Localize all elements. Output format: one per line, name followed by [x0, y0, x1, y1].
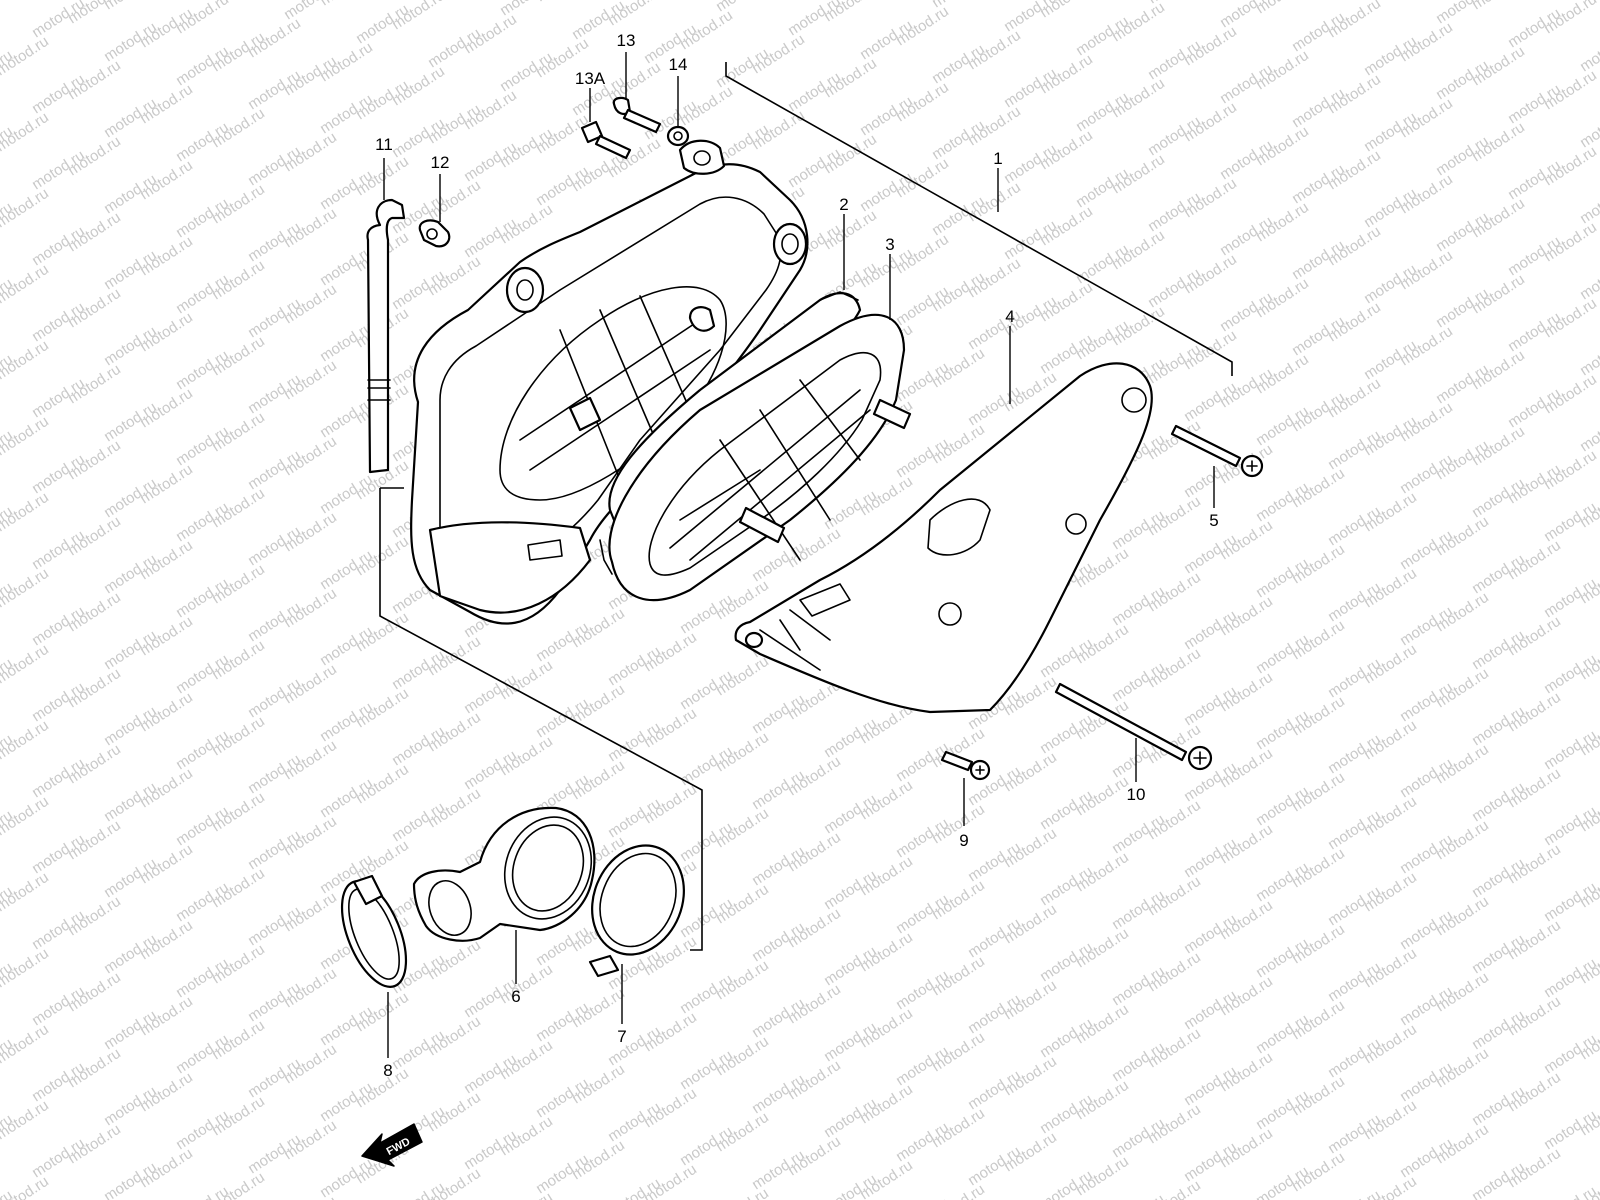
watermark-text: motod.ru	[0, 0, 52, 3]
watermark-text: motod.ru	[1109, 1191, 1168, 1200]
callout-8: 8	[383, 1061, 392, 1080]
band-clamp-7	[588, 844, 685, 978]
callout-4: 4	[1005, 307, 1014, 326]
screw-9	[940, 750, 991, 781]
breather-hose	[366, 198, 406, 474]
intake-boot	[412, 806, 596, 942]
screw-13a	[580, 120, 632, 160]
air-cleaner-case	[410, 139, 809, 625]
screw-5	[1170, 424, 1264, 478]
band-clamp-8	[340, 874, 408, 988]
callout-3: 3	[885, 235, 894, 254]
callout-11: 11	[375, 135, 393, 154]
watermark-text: motod.ru	[1541, 1183, 1600, 1200]
filter-frame	[608, 313, 912, 602]
washer	[666, 125, 690, 147]
watermark-text: motod.ru	[1253, 1163, 1312, 1200]
callout-labels: 1 2 3 4 5 6 7 8 9 10 11 12 13 13A 14	[375, 31, 1219, 1080]
air-cleaner-cover	[734, 362, 1153, 714]
callout-10: 10	[1127, 785, 1146, 804]
callout-9: 9	[959, 831, 968, 850]
watermark-text: motod.ru	[389, 1179, 448, 1200]
watermark-text: motod.ru	[1325, 1187, 1384, 1200]
callout-5: 5	[1209, 511, 1218, 530]
callout-2: 2	[839, 195, 848, 214]
callout-14: 14	[669, 55, 688, 74]
callout-13a: 13A	[575, 69, 606, 88]
callout-6: 6	[511, 987, 520, 1006]
callout-1: 1	[993, 149, 1002, 168]
watermark-text: motod.ru	[749, 0, 808, 1]
watermark-text: motod.ru	[893, 1195, 952, 1200]
callout-12: 12	[431, 153, 450, 172]
watermark-text: motod.ru	[533, 0, 592, 5]
callout-7: 7	[617, 1027, 626, 1046]
long-bolt-10	[1054, 682, 1213, 771]
assembly-bracket-1	[379, 62, 1233, 951]
leader-lines	[383, 52, 1215, 1058]
screw-13	[612, 96, 662, 134]
watermark-text: motod.ru	[713, 1185, 772, 1200]
watermark-text: motod.ru	[497, 1189, 556, 1200]
watermark-text: motod.ru	[317, 0, 376, 9]
hose-clamp	[418, 219, 451, 248]
watermark-text: motod.ru	[281, 1193, 340, 1200]
watermark-text: motod.ru	[173, 1183, 232, 1200]
callout-13: 13	[617, 31, 636, 50]
